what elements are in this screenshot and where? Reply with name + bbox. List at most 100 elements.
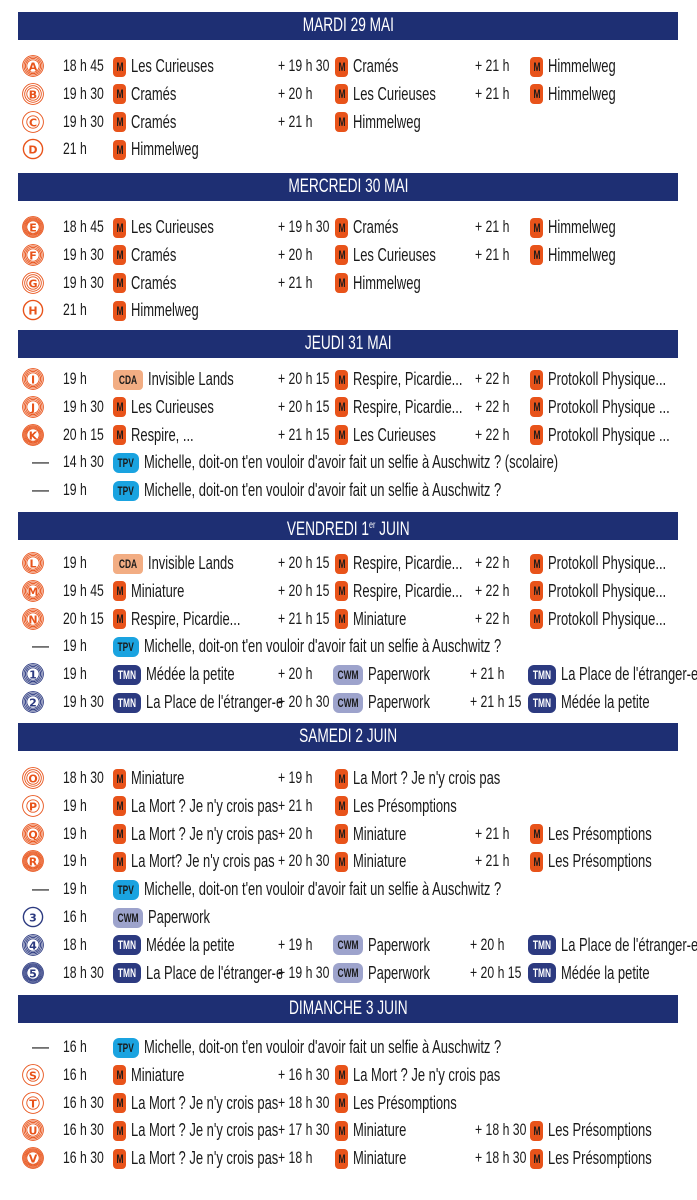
show-entry[interactable]: TPV Michelle, doit-on t'en vouloir d'avo… — [113, 448, 697, 476]
show-entry[interactable]: TMN La Place de l'étranger-e — [528, 660, 697, 688]
show-entry[interactable]: M Miniature — [335, 605, 427, 633]
show-entry[interactable]: M Les Présomptions — [530, 847, 692, 875]
show-entry[interactable]: M Cramés — [113, 108, 194, 136]
show-entry[interactable]: M Himmelweg — [113, 135, 225, 163]
show-entry[interactable]: M Les Présomptions — [530, 1144, 692, 1172]
show-entry[interactable]: CWM Paperwork — [333, 688, 454, 716]
show-entry[interactable]: M Protokoll Physique ... — [530, 421, 697, 449]
show-entry[interactable]: M Miniature — [113, 1061, 205, 1089]
show-entry[interactable]: M La Mort? Je n'y crois pas — [113, 847, 330, 875]
show-entry[interactable]: TMN La Place de l'étranger-e — [528, 931, 697, 959]
show-entry[interactable]: M Protokoll Physique... — [530, 365, 697, 393]
show-entry[interactable]: M Respire, ... — [113, 421, 218, 449]
show-entry[interactable]: TMN Médée la petite — [528, 688, 684, 716]
show-entry[interactable]: M La Mort ? Je n'y crois pas — [335, 1061, 557, 1089]
show-entry[interactable]: CWM Paperwork — [333, 931, 454, 959]
show-entry[interactable]: TMN Médée la petite — [113, 660, 269, 688]
show-entry[interactable]: M La Mort ? Je n'y crois pas — [113, 792, 335, 820]
show-entry[interactable]: M Himmelweg — [530, 80, 642, 108]
show-entry[interactable]: M Les Présomptions — [530, 1116, 692, 1144]
show-entry[interactable]: M Himmelweg — [335, 108, 447, 136]
show-entry[interactable]: M Protokoll Physique... — [530, 605, 697, 633]
show-entry[interactable]: M Les Curieuses — [113, 52, 246, 80]
show-entry[interactable]: M Respire, Picardie... — [335, 549, 505, 577]
show-entry[interactable]: TPV Michelle, doit-on t'en vouloir d'avo… — [113, 632, 640, 660]
show-entry[interactable]: CWM Paperwork — [333, 660, 454, 688]
show-entry[interactable]: M La Mort ? Je n'y crois pas — [113, 1116, 335, 1144]
show-entry[interactable]: M Respire, Picardie... — [335, 365, 505, 393]
show-entry[interactable]: M Les Curieuses — [335, 241, 468, 269]
show-entry[interactable]: M Miniature — [113, 577, 205, 605]
show-entry[interactable]: M Himmelweg — [530, 241, 642, 269]
show-entry[interactable]: M Les Présomptions — [530, 820, 692, 848]
show-entry[interactable]: CDA Invisible Lands — [113, 549, 267, 577]
show-entry[interactable]: M Protokoll Physique... — [530, 577, 697, 605]
show-entry[interactable]: M Himmelweg — [530, 213, 642, 241]
show-entry[interactable]: M Miniature — [113, 764, 205, 792]
show-entry[interactable]: M Cramés — [113, 80, 194, 108]
show-entry[interactable]: M Cramés — [113, 269, 194, 297]
show-entry[interactable]: M Les Curieuses — [113, 213, 246, 241]
show-entry[interactable]: CDA Invisible Lands — [113, 365, 267, 393]
show-entry[interactable]: TMN Médée la petite — [528, 959, 684, 987]
show-entry[interactable]: M Les Curieuses — [113, 393, 246, 421]
show-entry[interactable]: M Respire, Picardie... — [335, 577, 505, 605]
show-entry[interactable]: M La Mort ? Je n'y crois pas — [113, 820, 335, 848]
show-entry[interactable]: M Respire, Picardie... — [335, 393, 505, 421]
show-entry[interactable]: CWM Paperwork — [333, 959, 454, 987]
show-entry[interactable]: M Himmelweg — [530, 52, 642, 80]
show-entry[interactable]: TPV Michelle, doit-on t'en vouloir d'avo… — [113, 476, 640, 504]
show-entry[interactable]: M Les Curieuses — [335, 80, 468, 108]
show-entry[interactable]: M Protokoll Physique ... — [530, 393, 697, 421]
show-entry[interactable]: TMN Médée la petite — [113, 931, 269, 959]
show-entry[interactable]: M Himmelweg — [335, 269, 447, 297]
show-entry[interactable]: M Miniature — [335, 1144, 427, 1172]
show-entry[interactable]: M Cramés — [335, 213, 416, 241]
show-entry[interactable]: M Miniature — [335, 1116, 427, 1144]
show-entry[interactable]: M Miniature — [335, 820, 427, 848]
show-entry[interactable]: M Protokoll Physique... — [530, 549, 697, 577]
show-entry[interactable]: M Himmelweg — [113, 296, 225, 324]
show-entry[interactable]: TPV Michelle, doit-on t'en vouloir d'avo… — [113, 1033, 640, 1061]
show-entry[interactable]: M Les Curieuses — [335, 421, 468, 449]
show-entry[interactable]: M Les Présomptions — [335, 792, 497, 820]
show-entry[interactable]: TMN La Place de l'étranger-e — [113, 959, 336, 987]
show-entry[interactable]: M Miniature — [335, 847, 427, 875]
show-entry[interactable]: M La Mort ? Je n'y crois pas — [113, 1089, 335, 1117]
show-entry[interactable]: M La Mort ? Je n'y crois pas — [335, 764, 557, 792]
show-entry[interactable]: M La Mort ? Je n'y crois pas — [113, 1144, 335, 1172]
show-entry[interactable]: TMN La Place de l'étranger-e — [113, 688, 336, 716]
show-entry[interactable]: M Les Présomptions — [335, 1089, 497, 1117]
show-entry[interactable]: M Respire, Picardie... — [113, 605, 283, 633]
show-entry[interactable]: M Cramés — [335, 52, 416, 80]
